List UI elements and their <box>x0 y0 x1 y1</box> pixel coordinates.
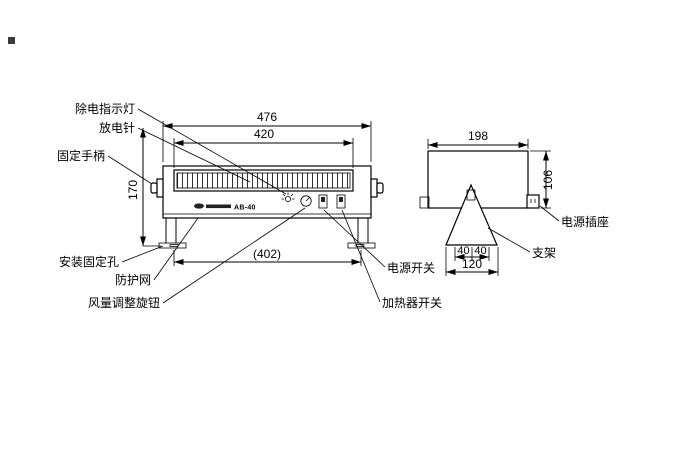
brand-model: AB-40 <box>194 203 256 212</box>
power-socket-icon <box>526 194 540 209</box>
dim-side-height: 106 <box>530 150 555 209</box>
mounting-hole-slot <box>355 244 365 247</box>
left-mounting-bracket <box>158 218 187 249</box>
dim-40-right: 40 <box>474 245 486 257</box>
label-mounting-hole: 安装固定孔 <box>59 254 119 269</box>
protective-mesh <box>173 169 354 192</box>
side-view <box>419 150 540 246</box>
dim-depth: 198 <box>427 129 529 149</box>
leader-heater-switch <box>341 209 381 303</box>
side-left-tab <box>419 196 430 209</box>
leader-discharge-needle <box>137 127 251 183</box>
corner-mark <box>8 37 15 44</box>
leader-protective-mesh <box>153 217 199 281</box>
model-label: AB-40 <box>234 205 256 212</box>
dim-106: 106 <box>541 170 555 190</box>
leader-power-socket <box>539 205 560 222</box>
leader-mounting-hole <box>121 245 164 263</box>
right-handle <box>370 178 384 198</box>
indicator-lamp-icon <box>281 192 295 202</box>
label-stand: 支架 <box>532 246 556 260</box>
dim-height: 170 <box>126 128 161 247</box>
right-mounting-bracket <box>347 218 376 249</box>
dim-120: 120 <box>462 257 482 271</box>
dim-420: 420 <box>254 127 274 141</box>
side-dimensions: 198 106 40 40 120 <box>427 129 555 276</box>
label-power-switch: 电源开关 <box>387 261 435 275</box>
mounting-hole-slot <box>169 244 179 247</box>
leader-fixing-handle <box>107 155 153 185</box>
leader-stand <box>487 227 531 253</box>
front-dimensions: 476 420 170 (402) <box>126 110 372 266</box>
side-labels: 电源插座 支架 <box>487 205 609 260</box>
dim-198: 198 <box>468 129 488 143</box>
leader-power-switch <box>323 209 386 268</box>
label-protective-mesh: 防护网 <box>115 272 151 287</box>
brand-logo <box>194 203 204 209</box>
label-heater-switch: 加热器开关 <box>382 296 442 310</box>
leader-airflow-knob <box>162 207 306 304</box>
power-switch-icon <box>318 194 328 209</box>
dim-402: (402) <box>253 247 281 261</box>
dim-stand-base: 120 <box>445 247 499 276</box>
dim-stand-40-40: 40 40 <box>454 245 490 261</box>
label-power-socket: 电源插座 <box>561 214 609 229</box>
stand-slot <box>466 189 476 201</box>
left-handle <box>150 178 164 198</box>
dim-170: 170 <box>126 180 140 200</box>
airflow-knob-icon <box>300 195 312 207</box>
front-view: AB-40 <box>150 165 384 249</box>
label-airflow-knob: 风量调整旋钮 <box>88 295 160 310</box>
front-labels: 除电指示灯 放电针 固定手柄 安装固定孔 防护网 风量调整旋钮 电源开关 加热器… <box>57 101 442 310</box>
leader-indicator-lamp <box>137 108 287 195</box>
heater-switch-icon <box>336 194 346 209</box>
label-fixing-handle: 固定手柄 <box>57 148 105 163</box>
side-body <box>427 150 529 209</box>
brand-bar <box>206 204 231 209</box>
dim-476: 476 <box>257 110 277 124</box>
dim-mesh-width: 420 <box>173 127 354 168</box>
label-discharge-needle: 放电针 <box>99 120 135 135</box>
mesh-slots <box>176 172 351 189</box>
label-indicator-lamp: 除电指示灯 <box>75 101 135 116</box>
stand-bracket <box>445 183 498 246</box>
dim-overall-width: 476 <box>162 110 372 162</box>
dim-40-left: 40 <box>457 245 469 257</box>
dim-mounting-span: (402) <box>173 247 362 266</box>
